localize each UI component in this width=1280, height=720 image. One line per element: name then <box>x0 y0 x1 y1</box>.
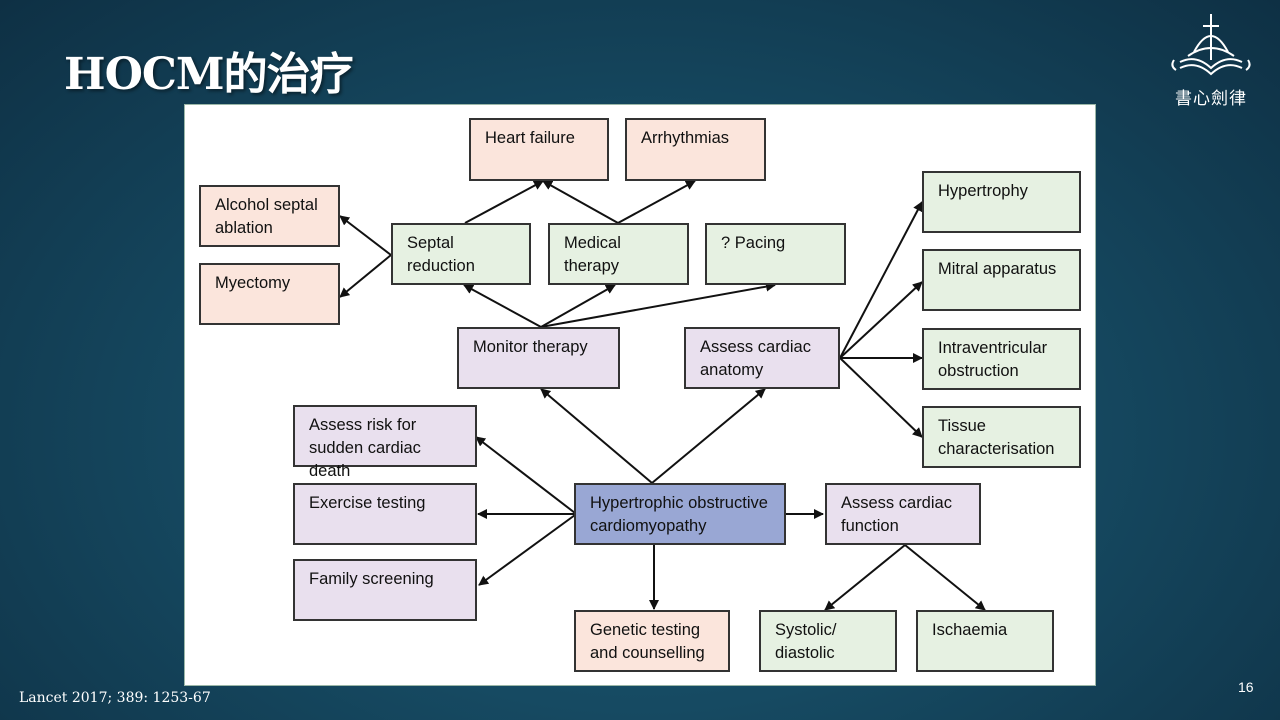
box-mitral-apparatus: Mitral apparatus <box>922 249 1081 311</box>
arrow-anatomy-to-tissue <box>839 357 923 438</box>
arrow-septal-to-myectomy <box>339 254 392 298</box>
box-heart-failure: Heart failure <box>469 118 609 181</box>
logo-text: 書心劍律 <box>1175 89 1247 109</box>
box-medical-therapy: Medical therapy <box>548 223 689 285</box>
box-ischaemia: Ischaemia <box>916 610 1054 672</box>
box-intraventricular-obstruction: Intraventricular obstruction <box>922 328 1081 390</box>
box-genetic-testing: Genetic testing and counselling <box>574 610 730 672</box>
box-systolic-diastolic: Systolic/ diastolic <box>759 610 897 672</box>
arrow-anatomy-to-hypertrophy <box>839 201 923 359</box>
box-septal-reduction: Septal reduction <box>391 223 531 285</box>
box-hypertrophy: Hypertrophy <box>922 171 1081 233</box>
box-hocm: Hypertrophic obstructive cardiomyopathy <box>574 483 786 545</box>
box-assess-cardiac-function: Assess cardiac function <box>825 483 981 545</box>
arrow-septal-to-heartfailure <box>464 180 544 224</box>
arrow-hocm-to-anatomy <box>651 388 766 484</box>
arrow-monitor-to-medical <box>540 284 616 328</box>
slide-title: HOCM的治疗 <box>64 49 354 100</box>
box-assess-cardiac-anatomy: Assess cardiac anatomy <box>684 327 840 389</box>
box-assess-risk-scd: Assess risk for sudden cardiac death <box>293 405 477 480</box>
sword-book-emblem-icon <box>1171 14 1251 76</box>
box-family-screening: Family screening <box>293 559 477 621</box>
arrow-medical-to-heartfailure <box>542 180 619 224</box>
citation: Lancet 2017; 389: 1253-67 <box>19 690 211 706</box>
hocm-treatment-diagram: Heart failure Arrhythmias Alcohol septal… <box>184 104 1096 686</box>
box-arrhythmias: Arrhythmias <box>625 118 766 181</box>
box-pacing: ? Pacing <box>705 223 846 285</box>
arrow-monitor-to-pacing <box>540 281 776 328</box>
brand-logo: 書心劍律 <box>1166 12 1256 112</box>
arrow-septal-to-alcohol <box>339 215 392 256</box>
page-number: 16 <box>1238 679 1254 695</box>
arrow-function-to-ischaemia <box>904 544 986 611</box>
box-tissue-characterisation: Tissue characterisation <box>922 406 1081 468</box>
arrow-medical-to-arrhythmias <box>617 180 696 224</box>
arrow-hocm-to-monitor <box>540 388 653 484</box>
arrow-monitor-to-septal <box>463 284 542 328</box>
box-alcohol-septal-ablation: Alcohol septal ablation <box>199 185 340 247</box>
arrow-anatomy-to-mitral <box>839 281 923 359</box>
box-myectomy: Myectomy <box>199 263 340 325</box>
arrow-hocm-to-risk <box>475 436 576 514</box>
box-monitor-therapy: Monitor therapy <box>457 327 620 389</box>
box-exercise-testing: Exercise testing <box>293 483 477 545</box>
arrow-hocm-to-family <box>478 514 576 586</box>
diagram-arrows <box>339 180 986 611</box>
arrow-function-to-systolic <box>824 544 906 611</box>
